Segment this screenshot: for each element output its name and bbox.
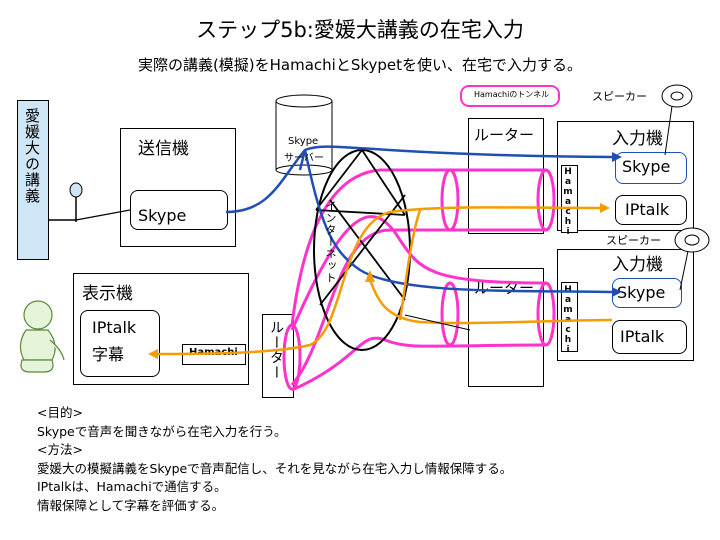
display-title: 表示機: [82, 284, 133, 304]
page-title: ステップ5b:愛媛大講義の在宅入力: [196, 18, 524, 42]
purpose-text: Skypeで音声を聞きながら在宅入力を行う。: [37, 423, 287, 439]
method-text-3: 情報保障として字幕を評価する。: [37, 497, 225, 513]
input-1-skype-label: Skype: [622, 157, 671, 176]
notes-block: <目的> Skypeで音声を聞きながら在宅入力を行う。 <方法> 愛媛大の模擬講…: [37, 404, 512, 515]
router-bottom: [468, 268, 544, 387]
legend-tunnel-swatch: [460, 85, 560, 107]
input-2-skype-label: Skype: [617, 283, 666, 302]
display-iptalk-box: [80, 310, 160, 377]
speaker-top-label: スピーカー: [592, 90, 647, 103]
input-1-skype-box: [615, 152, 687, 184]
mic-cable: [75, 209, 131, 221]
purpose-heading: <目的>: [37, 405, 83, 420]
iptalk-arrow-1: [600, 203, 610, 213]
input-2-hamachi-box: [561, 282, 578, 352]
internet-cloud: [313, 149, 411, 351]
sender-skype-label: Skype: [138, 206, 187, 225]
lecture-panel: [17, 100, 49, 260]
input-2-skype-box: [612, 278, 682, 308]
speaker-mid-label: スピーカー: [606, 234, 661, 247]
hamachi-tunnels: [282, 168, 556, 392]
lecture-label: 愛媛大の講義: [23, 108, 41, 204]
display-caption-label: 字幕: [92, 345, 125, 364]
sender-skype-box: [130, 190, 228, 230]
method-heading: <方法>: [37, 442, 83, 457]
method-text-2: IPtalkは、Hamachiで通信する。: [37, 479, 227, 494]
input-1-hamachi-box: [561, 165, 578, 233]
input-1-title: 入力機: [612, 129, 663, 149]
input-1-iptalk-box: [615, 195, 687, 225]
iptalk-arrow-3: [365, 270, 375, 282]
input-1-iptalk-label: IPtalk: [625, 200, 670, 219]
sender-title: 送信機: [138, 139, 189, 159]
microphone-icon: [48, 182, 83, 222]
input-2-title: 入力機: [612, 255, 663, 275]
input-1-hamachi-label: Hamachi: [563, 167, 573, 237]
skype-arrow-2: [612, 287, 622, 297]
speaker-icon-top: [661, 84, 693, 156]
method-text-1: 愛媛大の模擬講義をSkypeで音声配信し、それを見ながら在宅入力し情報保障する。: [37, 460, 513, 476]
input-2-iptalk-box: [612, 320, 687, 354]
skype-arrow-1: [612, 152, 622, 162]
router-top-label: ルーター: [474, 126, 535, 144]
baby-figure-icon: [19, 300, 65, 373]
iptalk-arrow-2: [148, 349, 158, 359]
input-2-iptalk-label: IPtalk: [620, 327, 665, 346]
display-iptalk-label: IPtalk: [92, 318, 137, 337]
server-label-line2: サーバー: [284, 153, 324, 164]
skype-server-icon: [275, 94, 333, 176]
legend-tunnel-label: Hamachiのトンネル: [474, 90, 550, 99]
internet-label: インターネット: [324, 200, 337, 284]
skype-audio-lines: [225, 145, 613, 294]
speaker-icon-mid: [674, 227, 710, 291]
page-subtitle: 実際の講義(模擬)をHamachiとSkypetを使い、在宅で入力する。: [137, 56, 583, 74]
router-connector: [404, 314, 471, 331]
server-label-line1: Skype: [288, 136, 319, 147]
router-top: [468, 118, 544, 234]
